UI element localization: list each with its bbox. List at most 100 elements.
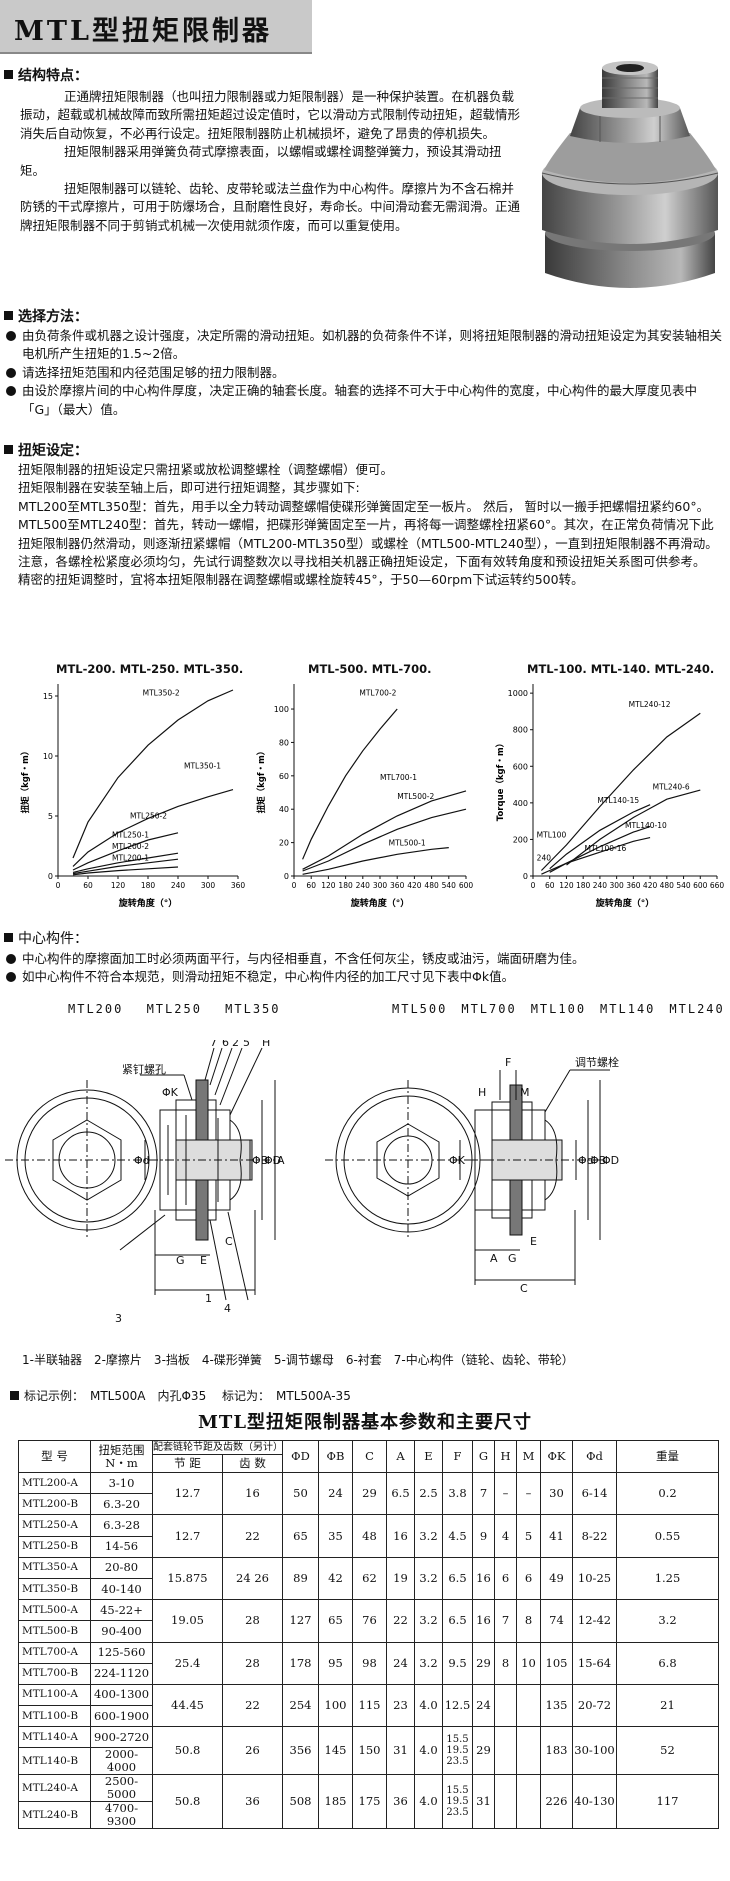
cell-model: MTL100-B (18, 1705, 91, 1728)
cell-M: – (516, 1471, 541, 1516)
cell-C: 62 (352, 1556, 387, 1601)
series-label: MTL250-1 (112, 831, 149, 840)
x-tick-label: 60 (545, 881, 555, 890)
series-line-mtl100-16 (541, 837, 651, 875)
svg-text:E: E (530, 1235, 537, 1248)
cell-d: 12-42 (572, 1599, 617, 1643)
cell-D: 508 (282, 1774, 319, 1830)
cell-C: 115 (352, 1683, 387, 1728)
svg-text:F: F (505, 1056, 511, 1069)
th-D: ΦD (282, 1440, 319, 1473)
series-label: MTL500-2 (397, 792, 434, 801)
cell-D: 178 (282, 1641, 319, 1685)
y-tick-label: 0 (284, 872, 289, 881)
x-tick-label: 0 (292, 881, 297, 890)
svg-text:A: A (277, 1154, 285, 1167)
x-axis-label: 旋转角度（°） (350, 897, 410, 909)
cell-model: MTL200-A (18, 1471, 91, 1495)
cell-K: 41 (540, 1514, 573, 1558)
cell-K: 105 (540, 1641, 573, 1685)
cell-pitch: 19.05 (152, 1599, 223, 1643)
y-tick-label: 5 (48, 812, 53, 821)
cell-B: 100 (318, 1683, 353, 1728)
selection-item: 请选择扭矩范围和内径范围足够的扭力限制器。 (4, 364, 722, 382)
cell-G: 16 (472, 1556, 495, 1601)
x-tick-label: 0 (56, 881, 61, 890)
structure-paragraph: 扭矩限制器采用弹簧负荷式摩擦表面，以螺帽或螺栓调整弹簧力，预设其滑动扭矩。 (20, 144, 502, 178)
central-member-item: 如中心构件不符合本规范，则滑动扭矩不稳定，中心构件内径的加工尺寸见下表中Φk值。 (4, 968, 722, 986)
cell-H (494, 1683, 517, 1728)
th-A: A (386, 1440, 415, 1473)
cell-model: MTL350-B (18, 1577, 91, 1601)
cell-teeth: 28 (222, 1599, 283, 1643)
y-axis-label: 扭矩（kgf・m） (20, 747, 31, 814)
series-label: MTL100-16 (585, 844, 627, 853)
series-label: MTL700-1 (380, 773, 417, 782)
th-F: F (442, 1440, 473, 1473)
th-E: E (414, 1440, 443, 1473)
svg-text:6: 6 (222, 1040, 229, 1049)
th-H: H (494, 1440, 517, 1473)
y-tick-label: 100 (274, 705, 289, 714)
cell-model: MTL200-B (18, 1493, 91, 1516)
cell-K: 135 (540, 1683, 573, 1728)
y-tick-label: 20 (279, 839, 289, 848)
cell-pitch: 50.8 (152, 1774, 223, 1830)
series-label: MTL700-2 (359, 689, 396, 698)
x-tick-label: 540 (442, 881, 457, 890)
chart-annotation: MTL100 (537, 831, 567, 840)
cell-A: 19 (386, 1556, 415, 1601)
series-label: MTL200-1 (112, 854, 149, 863)
x-tick-label: 120 (321, 881, 336, 890)
cell-A: 31 (386, 1726, 415, 1776)
series-line-mtl250-1 (72, 852, 179, 873)
cell-C: 150 (352, 1726, 387, 1776)
x-tick-label: 600 (459, 881, 474, 890)
central-member-list: 中心构件的摩擦面加工时必须两面平行，与内径相垂直，不含任何灰尘，锈皮或油污，端面… (4, 950, 722, 987)
cell-d: 6-14 (572, 1471, 617, 1516)
cell-d: 30-100 (572, 1726, 617, 1776)
cell-pitch: 12.7 (152, 1514, 223, 1558)
x-tick-label: 480 (424, 881, 439, 890)
cell-B: 185 (318, 1774, 353, 1830)
y-tick-label: 800 (513, 726, 528, 735)
cell-G: 9 (472, 1514, 495, 1558)
series-line-mtl350-1 (72, 789, 234, 867)
cell-d: 40-130 (572, 1774, 617, 1830)
x-tick-label: 180 (338, 881, 353, 890)
selection-item: 由设於摩擦片间的中心构件厚度，决定正确的轴套长度。轴套的选择不可大于中心构件的宽… (4, 382, 722, 419)
torque-setting-line: 扭矩限制器在安装至轴上后，即可进行扭矩调整，其步骤如下: (18, 480, 360, 496)
cell-H (494, 1726, 517, 1776)
cell-K: 183 (540, 1726, 573, 1776)
cell-model: MTL500-B (18, 1620, 91, 1643)
series-line-mtl250-2 (72, 832, 179, 871)
cell-torque: 3-10 (90, 1471, 153, 1495)
page-title: MTL型扭矩限制器 (14, 16, 272, 47)
series-label: MTL250-2 (130, 811, 167, 820)
left-model-labels: MTL200 MTL250 MTL350 (68, 1002, 281, 1016)
torque-setting-line: 扭矩限制器的扭矩设定只需扭紧或放松调整螺栓（调整螺帽）便可。 (18, 462, 394, 477)
cell-D: 89 (282, 1556, 319, 1601)
cell-F: 6.5 (442, 1599, 473, 1643)
y-tick-label: 600 (513, 762, 528, 771)
cell-M (516, 1683, 541, 1728)
svg-text:G: G (176, 1254, 185, 1267)
cell-torque: 6.3-20 (90, 1493, 153, 1516)
th-B: ΦB (318, 1440, 353, 1473)
x-tick-label: 300 (609, 881, 624, 890)
cell-E: 2.5 (414, 1471, 443, 1516)
th-G: G (472, 1440, 495, 1473)
cell-E: 3.2 (414, 1641, 443, 1685)
square-bullet-icon (4, 445, 13, 454)
cell-H: 4 (494, 1514, 517, 1558)
cell-torque: 900-2720 (90, 1726, 153, 1749)
cell-weight: 0.2 (616, 1471, 719, 1516)
cell-A: 22 (386, 1599, 415, 1643)
cell-F: 3.8 (442, 1471, 473, 1516)
cell-weight: 117 (616, 1774, 719, 1830)
